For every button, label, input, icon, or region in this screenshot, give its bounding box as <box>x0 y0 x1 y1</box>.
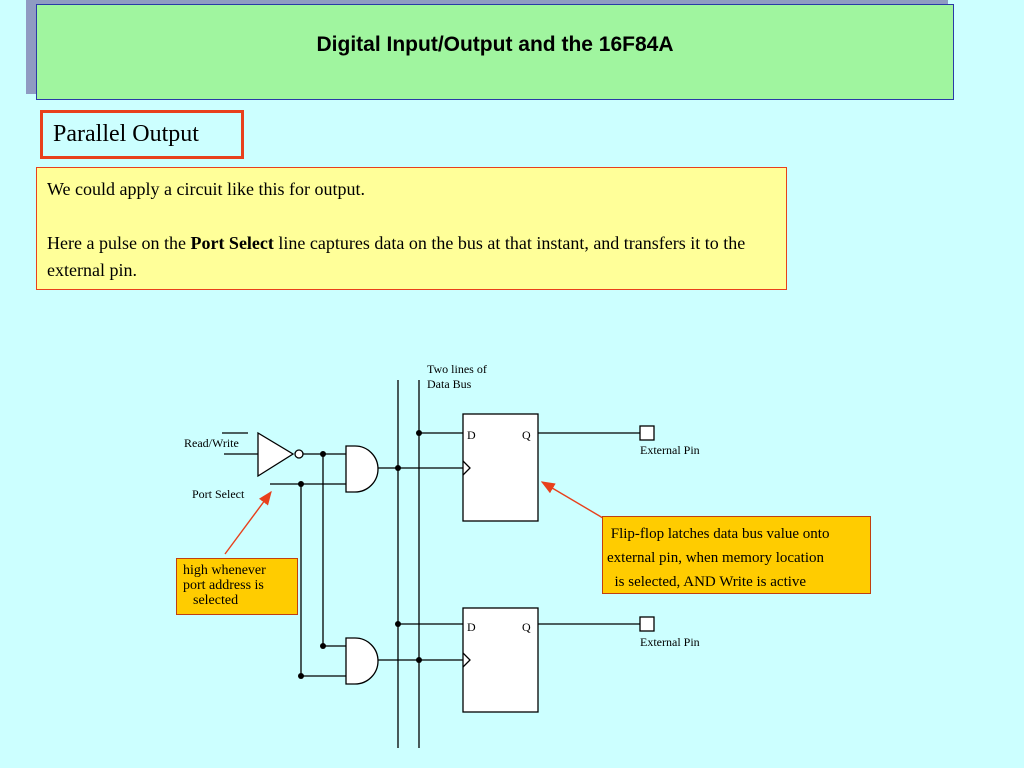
external-pin-1-label: External Pin <box>640 443 700 457</box>
callout-left-line-2: port address is <box>183 578 264 593</box>
callout-right-line-1: Flip-flop latches data bus value onto <box>607 526 830 542</box>
ff2-d-label: D <box>467 620 476 634</box>
ff1-clock-indicator <box>462 460 471 476</box>
and-gate-1 <box>345 445 379 493</box>
ff2-q-label: Q <box>522 620 531 634</box>
explanation-suffix: line captures data on the bus at that in… <box>47 233 746 280</box>
flip-flop-callout: Flip-flop latches data bus value onto ex… <box>602 516 871 594</box>
junction-port-select <box>298 481 304 487</box>
read-write-label: Read/Write <box>184 436 239 450</box>
explanation-prefix: Here a pulse on the <box>47 233 191 253</box>
explanation-line-1: We could apply a circuit like this for o… <box>47 179 365 199</box>
junction-gate2-a <box>320 643 326 649</box>
junction-inverter <box>320 451 326 457</box>
bus-label-line-1: Two lines of <box>427 362 487 376</box>
callout-right-line-2: external pin, when memory location <box>607 550 825 566</box>
ff1-d-label: D <box>467 428 476 442</box>
ff1-q-label: Q <box>522 428 531 442</box>
bus-label-line-2: Data Bus <box>427 377 472 391</box>
junction-bus2-gate2 <box>416 657 422 663</box>
explanation-paragraph-2: Here a pulse on the Port Select line cap… <box>47 230 776 284</box>
port-select-label: Port Select <box>192 487 245 501</box>
ff2-clock-indicator <box>462 652 471 668</box>
slide-title: Digital Input/Output and the 16F84A <box>316 33 674 56</box>
callout-arrow-left <box>224 490 272 555</box>
external-pin-2 <box>639 616 655 632</box>
junction-bus1-gate1 <box>395 465 401 471</box>
junction-gate2-b <box>298 673 304 679</box>
callout-left-line-3: selected <box>193 593 239 608</box>
flip-flop-2 <box>462 607 539 713</box>
inverter-bubble <box>294 449 304 459</box>
inverter-buffer <box>257 431 295 478</box>
callout-right-line-3: is selected, AND Write is active <box>607 574 807 590</box>
external-pin-2-label: External Pin <box>640 635 700 649</box>
title-banner: Digital Input/Output and the 16F84A <box>36 4 954 100</box>
slide-subtitle: Parallel Output <box>53 121 199 147</box>
callout-left-line-1: high whenever <box>183 563 266 578</box>
junction-bus1-ff2 <box>395 621 401 627</box>
explanation-box: We could apply a circuit like this for o… <box>36 167 787 290</box>
junction-bus2-ff1 <box>416 430 422 436</box>
subtitle-box: Parallel Output <box>40 110 244 159</box>
external-pin-1 <box>639 425 655 441</box>
callout-arrow-right <box>540 481 609 522</box>
flip-flop-1 <box>462 413 539 522</box>
port-address-callout: high whenever port address is selected <box>176 558 298 615</box>
and-gate-2 <box>345 637 379 685</box>
port-select-emphasis: Port Select <box>190 233 274 253</box>
